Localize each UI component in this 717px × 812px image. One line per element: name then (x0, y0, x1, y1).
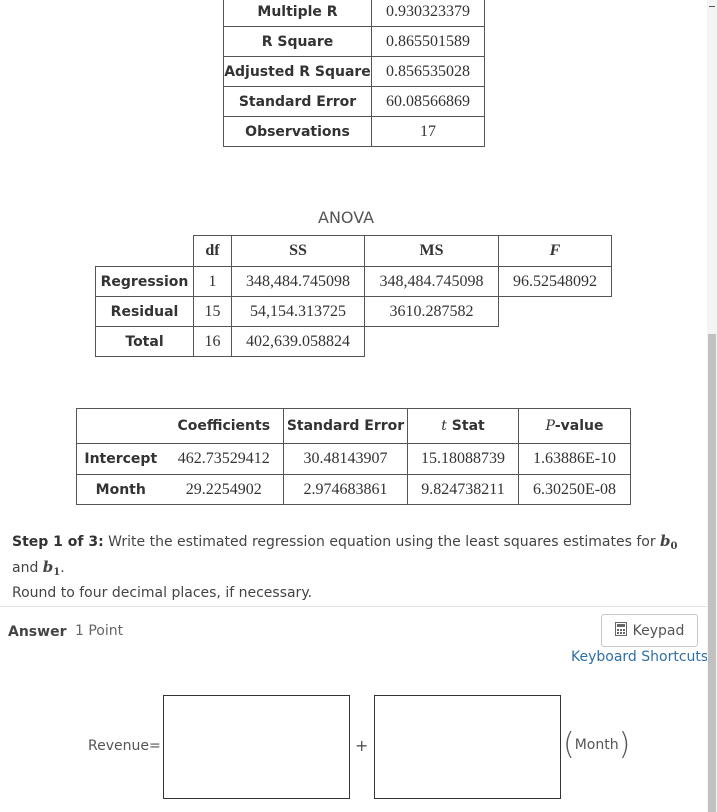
stat-value: 0.930323379 (371, 0, 485, 27)
coef-t: 9.824738211 (407, 474, 519, 505)
stat-label: Multiple R (223, 0, 372, 27)
slope-input[interactable] (374, 695, 561, 799)
stat-value: 17 (371, 116, 485, 147)
coef-header-t-stat: t Stat (407, 408, 519, 444)
anova-header-ss: SS (231, 235, 365, 267)
stat-label: Observations (223, 116, 372, 147)
step-instructions: Step 1 of 3: Write the estimated regress… (12, 532, 678, 601)
anova-df: 1 (193, 266, 232, 297)
table-row: Month 29.2254902 2.974683861 9.824738211… (76, 474, 631, 505)
step-line-2: Round to four decimal places, if necessa… (12, 585, 313, 601)
left-paren: ( (563, 727, 575, 762)
stat-label: Standard Error (223, 86, 372, 117)
coef-header-coefficients: Coefficients (164, 408, 284, 444)
b0-symbol: b0 (660, 532, 678, 552)
stat-value: 0.865501589 (371, 26, 485, 57)
table-row: Regression 1 348,484.745098 348,484.7450… (95, 266, 612, 297)
scroll-up-arrow-icon[interactable] (709, 6, 715, 8)
month-variable: Month (574, 737, 619, 753)
coef-p: 1.63886E-10 (518, 443, 631, 475)
intercept-input[interactable] (163, 695, 350, 799)
section-divider (0, 606, 710, 607)
coef-header-standard-error: Standard Error (283, 408, 408, 444)
coef-se: 2.974683861 (283, 474, 408, 505)
keypad-label: Keypad (632, 622, 685, 639)
anova-df: 15 (193, 296, 232, 327)
coef-value: 462.73529412 (164, 443, 284, 475)
anova-row-label: Regression (95, 266, 194, 297)
anova-f: 96.52548092 (498, 266, 612, 297)
anova-header-df: df (193, 235, 232, 267)
anova-header-f: F (498, 235, 612, 267)
coefficients-table: Coefficients Standard Error t Stat P-val… (76, 408, 631, 505)
anova-ss: 54,154.313725 (231, 296, 365, 327)
stat-value: 0.856535028 (371, 56, 485, 87)
month-term: ( Month ) (563, 727, 630, 763)
answer-label: Answer (8, 624, 67, 640)
anova-title: ANOVA (318, 208, 375, 227)
coef-se: 30.48143907 (283, 443, 408, 475)
table-row: Observations 17 (223, 116, 485, 147)
anova-ss: 348,484.745098 (231, 266, 365, 297)
table-row: Multiple R 0.930323379 (223, 0, 485, 27)
coef-t: 15.18088739 (407, 443, 519, 475)
stat-label: Adjusted R Square (223, 56, 372, 87)
table-row: Residual 15 54,154.313725 3610.287582 (95, 296, 612, 327)
stat-value: 60.08566869 (371, 86, 485, 117)
equation-lhs: Revenue= (88, 738, 161, 754)
keypad-button[interactable]: Keypad (601, 614, 698, 647)
calculator-icon (614, 621, 627, 640)
anova-row-label: Residual (95, 296, 194, 327)
coef-row-label: Intercept (76, 443, 165, 475)
anova-table: df SS MS F Regression 1 348,484.745098 3… (95, 235, 612, 357)
anova-header-ms: MS (364, 235, 499, 267)
table-row: R Square 0.865501589 (223, 26, 485, 57)
table-row: Total 16 402,639.058824 (95, 326, 612, 357)
step-prefix: Step 1 of 3: (12, 534, 104, 550)
coef-header-p-value: P-value (518, 408, 631, 444)
plus-sign: + (355, 736, 369, 755)
b1-symbol: b1 (42, 558, 61, 578)
anova-ms: 3610.287582 (364, 296, 499, 327)
anova-ms: 348,484.745098 (364, 266, 499, 297)
coef-p: 6.30250E-08 (518, 474, 631, 505)
table-row: Intercept 462.73529412 30.48143907 15.18… (76, 443, 631, 475)
table-row: Adjusted R Square 0.856535028 (223, 56, 485, 87)
right-paren: ) (618, 727, 631, 762)
coef-value: 29.2254902 (164, 474, 284, 505)
scrollbar-thumb[interactable] (708, 334, 716, 812)
stat-label: R Square (223, 26, 372, 57)
coef-row-label: Month (76, 474, 165, 505)
keyboard-shortcuts-link[interactable]: Keyboard Shortcuts (571, 649, 709, 665)
anova-ss: 402,639.058824 (231, 326, 365, 357)
table-row: Coefficients Standard Error t Stat P-val… (76, 408, 631, 444)
anova-df: 16 (193, 326, 232, 357)
regression-statistics-table: Multiple R 0.930323379 R Square 0.865501… (223, 0, 485, 147)
table-row: Standard Error 60.08566869 (223, 86, 485, 117)
points-label: 1 Point (75, 623, 124, 639)
anova-row-label: Total (95, 326, 194, 357)
table-row: df SS MS F (96, 235, 612, 267)
